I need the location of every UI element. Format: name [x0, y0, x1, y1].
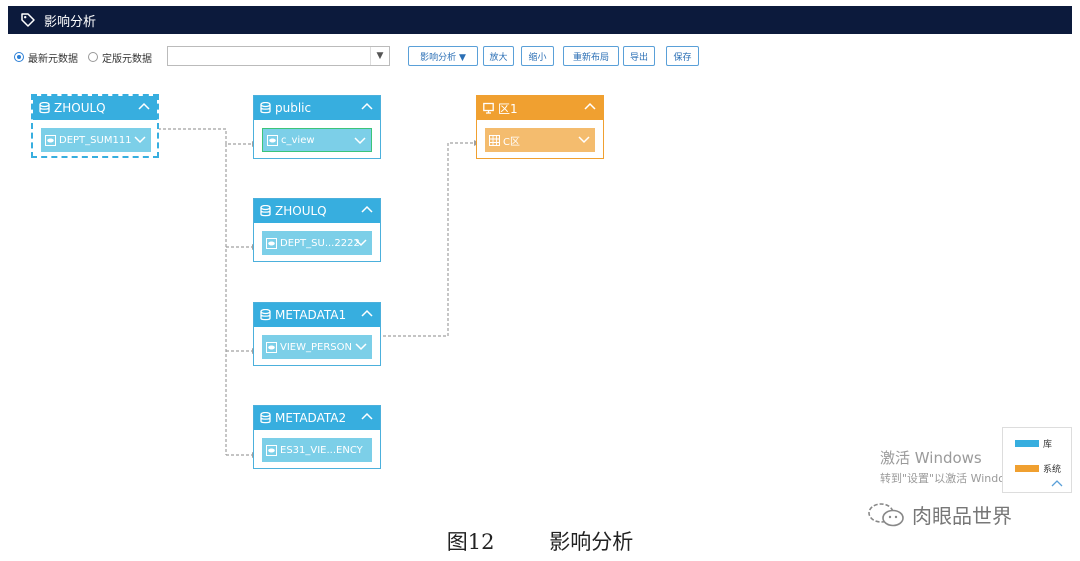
edge-view-person-to-c-zone	[378, 142, 480, 337]
node-metadata1[interactable]: METADATA1 VIEW_PERSON	[253, 302, 381, 366]
table-item[interactable]: DEPT_SUM111	[41, 128, 151, 152]
relayout-button[interactable]: 重新布局	[563, 46, 619, 66]
edge-dept-sum111-to-c-view	[158, 128, 258, 145]
tag-icon	[21, 13, 35, 27]
table-item[interactable]: VIEW_PERSON	[262, 335, 372, 359]
impact-analysis-button[interactable]: 影响分析 ▼	[408, 46, 478, 66]
node-header[interactable]: ZHOULQ	[33, 96, 157, 120]
table-item[interactable]: c_view	[262, 128, 372, 152]
node-header[interactable]: METADATA1	[254, 303, 380, 327]
node-metadata2[interactable]: METADATA2 ES31_VIE...ENCY	[253, 405, 381, 469]
chevron-down-icon[interactable]	[134, 135, 146, 145]
radio-unchecked-icon[interactable]	[88, 52, 98, 62]
monitor-icon	[483, 102, 494, 114]
chevron-up-icon[interactable]	[361, 308, 373, 320]
node-public[interactable]: public c_view	[253, 95, 381, 159]
node-header[interactable]: public	[254, 96, 380, 120]
caption-figure-number: 图12	[446, 530, 495, 554]
database-icon	[260, 309, 271, 321]
select-caret-icon[interactable]: ▼	[370, 47, 389, 65]
node-zhoulq[interactable]: ZHOULQ DEPT_SU...2222	[253, 198, 381, 262]
chevron-up-icon[interactable]	[361, 411, 373, 423]
toolbar: 最新元数据 定版元数据 ▼ 影响分析 ▼ 放大 缩小 重新布局 导出 保存	[14, 46, 1074, 68]
node-title: 区1	[498, 101, 518, 116]
chevron-down-icon[interactable]	[355, 342, 367, 352]
radio-checked-icon[interactable]	[14, 52, 24, 62]
brand-watermark: 肉眼品世界	[866, 500, 1012, 529]
view-icon	[266, 237, 277, 249]
node-zhoulq-selected[interactable]: ZHOULQ DEPT_SUM111	[31, 94, 159, 158]
legend-label-library: 库	[1043, 440, 1053, 450]
node-title: ZHOULQ	[275, 204, 327, 218]
legend-item-library: 库	[1015, 437, 1052, 450]
node-title: METADATA1	[275, 308, 347, 322]
zoom-in-button[interactable]: 放大	[483, 46, 514, 66]
view-icon	[266, 444, 277, 456]
legend-item-system: 系统	[1015, 462, 1061, 475]
figure-caption: 图12 影响分析	[0, 526, 1080, 556]
chevron-up-icon[interactable]	[138, 101, 150, 113]
radio-fixed-label: 定版元数据	[102, 53, 152, 65]
database-icon	[39, 102, 50, 114]
chevron-up-icon[interactable]	[361, 101, 373, 113]
export-button[interactable]: 导出	[623, 46, 655, 66]
chevron-down-icon[interactable]	[355, 238, 367, 248]
radio-latest-label: 最新元数据	[28, 53, 78, 65]
legend-label-system: 系统	[1043, 465, 1062, 475]
view-icon	[45, 134, 56, 146]
database-icon	[260, 102, 271, 114]
node-header[interactable]: 区1	[477, 96, 603, 120]
chevron-up-icon[interactable]	[584, 101, 596, 113]
node-header[interactable]: METADATA2	[254, 406, 380, 430]
table-item-label: c_view	[281, 134, 315, 146]
app-title-bar: 影响分析	[8, 6, 1072, 34]
view-icon	[266, 341, 277, 353]
chevron-up-icon[interactable]	[361, 204, 373, 216]
page-title: 影响分析	[44, 14, 97, 30]
watermark-line2: 转到"设置"以激活 Windows。	[880, 472, 1031, 485]
table-item-label: VIEW_PERSON	[280, 341, 352, 353]
table-item[interactable]: C区	[485, 128, 595, 152]
chevron-down-icon[interactable]	[578, 135, 590, 145]
watermark-line1: 激活 Windows	[880, 449, 982, 467]
table-item-label: C区	[503, 136, 520, 148]
legend-panel: 库 系统	[1002, 427, 1072, 493]
grid-table-icon	[489, 134, 500, 146]
chevron-down-icon[interactable]	[354, 136, 366, 146]
legend-swatch-system	[1015, 465, 1039, 472]
wechat-icon	[868, 502, 904, 526]
table-item-label: ES31_VIE...ENCY	[280, 444, 363, 456]
node-title: METADATA2	[275, 411, 347, 425]
radio-latest-metadata[interactable]: 最新元数据	[14, 50, 78, 65]
table-item[interactable]: DEPT_SU...2222	[262, 231, 372, 255]
zoom-out-button[interactable]: 缩小	[521, 46, 554, 66]
radio-fixed-metadata[interactable]: 定版元数据	[88, 50, 152, 65]
node-header[interactable]: ZHOULQ	[254, 199, 380, 223]
database-icon	[260, 205, 271, 217]
caption-title: 影响分析	[549, 530, 634, 554]
metadata-select[interactable]: ▼	[167, 46, 390, 66]
legend-swatch-library	[1015, 440, 1039, 447]
database-icon	[260, 412, 271, 424]
view-icon	[267, 134, 278, 146]
windows-activation-watermark: 激活 Windows 转到"设置"以激活 Windows。	[880, 447, 1031, 486]
table-item-label: DEPT_SUM111	[59, 134, 132, 146]
node-title: ZHOULQ	[54, 101, 106, 115]
save-button[interactable]: 保存	[666, 46, 699, 66]
table-item-label: DEPT_SU...2222	[280, 237, 360, 249]
node-zone1[interactable]: 区1 C区	[476, 95, 604, 159]
table-item[interactable]: ES31_VIE...ENCY	[262, 438, 372, 462]
node-title: public	[275, 101, 312, 115]
brand-text: 肉眼品世界	[912, 504, 1012, 528]
chevron-up-icon[interactable]	[1051, 478, 1063, 488]
